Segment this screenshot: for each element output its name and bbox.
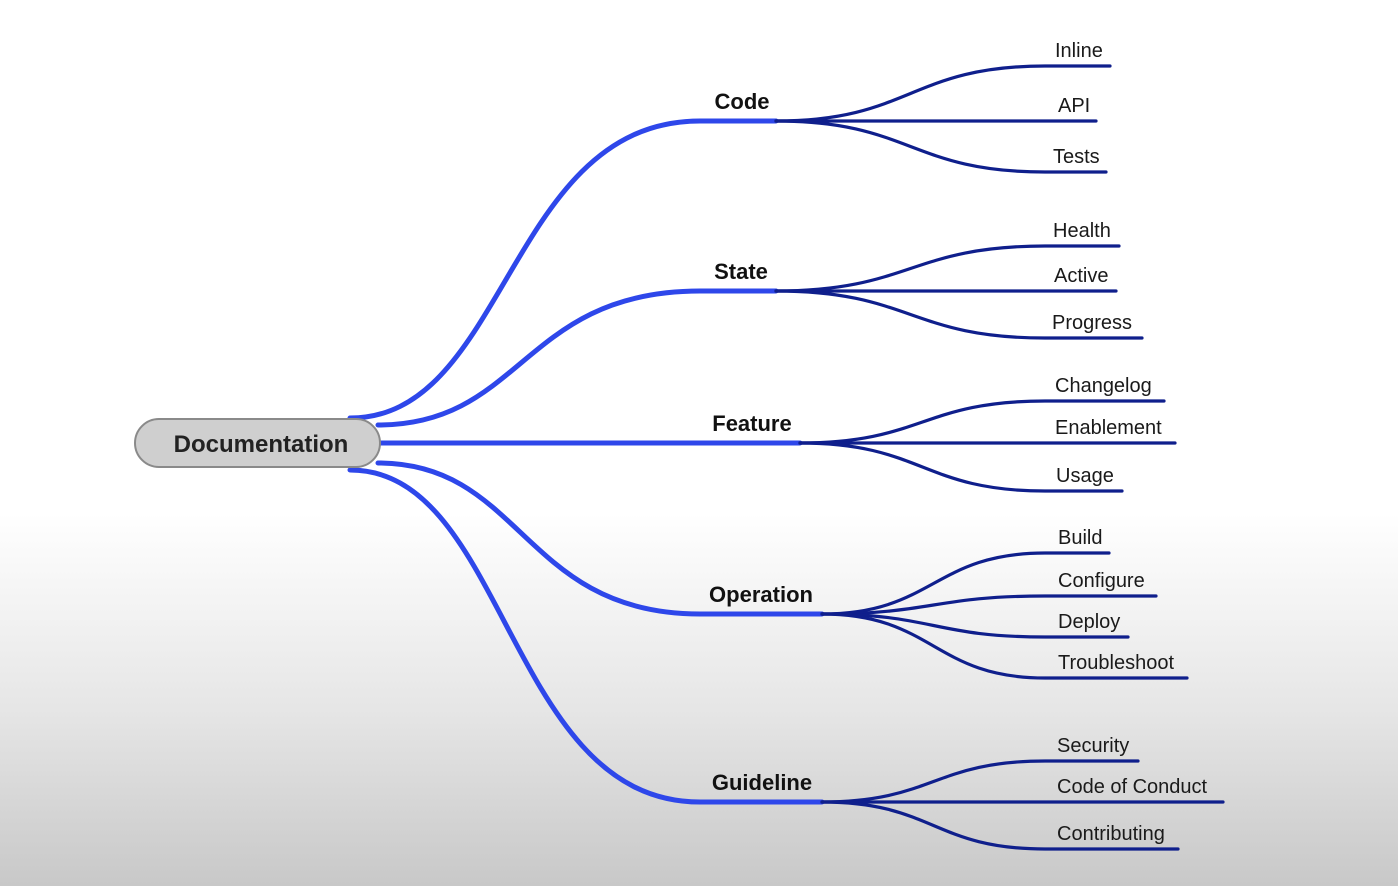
branch-label: Feature [712, 411, 791, 436]
leaf-node-changelog[interactable]: Changelog [1055, 375, 1152, 397]
leaf-connector [820, 759, 1140, 804]
leaf-node-contributing[interactable]: Contributing [1057, 823, 1165, 845]
leaf-node-build[interactable]: Build [1058, 527, 1102, 549]
leaf-connector [820, 612, 1130, 639]
leaf-label: Security [1057, 735, 1129, 757]
branch-connector [347, 467, 825, 805]
leaf-node-code-of-conduct[interactable]: Code of Conduct [1057, 776, 1208, 798]
leaf-node-health[interactable]: Health [1053, 220, 1111, 242]
branch-connector [375, 288, 779, 428]
leaf-node-deploy[interactable]: Deploy [1058, 611, 1120, 633]
leaf-connector [774, 244, 1121, 293]
branch-connector [347, 118, 779, 421]
root-node[interactable]: Documentation [134, 418, 381, 468]
leaf-node-security[interactable]: Security [1057, 735, 1129, 757]
leaf-label: Changelog [1055, 375, 1152, 397]
branch-node-guideline[interactable]: Guideline [712, 770, 812, 795]
leaf-label: Active [1054, 265, 1108, 287]
leaf-label: Enablement [1055, 417, 1162, 439]
branch-node-code[interactable]: Code [715, 89, 770, 114]
leaf-label: Progress [1052, 312, 1132, 334]
leaf-label: Usage [1056, 465, 1114, 487]
branch-connector [375, 460, 825, 617]
leaf-connector [774, 289, 1144, 340]
leaf-label: Troubleshoot [1058, 652, 1174, 674]
leaf-node-progress[interactable]: Progress [1052, 312, 1132, 334]
leaf-connector [820, 551, 1111, 616]
branch-node-operation[interactable]: Operation [709, 582, 813, 607]
leaf-label: Health [1053, 220, 1111, 242]
leaf-connector [774, 119, 1108, 174]
leaf-label: Inline [1055, 40, 1103, 62]
leaf-label: Configure [1058, 570, 1145, 592]
leaf-label: Tests [1053, 146, 1100, 168]
branch-node-feature[interactable]: Feature [712, 411, 791, 436]
branch-label: Guideline [712, 770, 812, 795]
connector-lines [347, 64, 1225, 851]
leaf-node-inline[interactable]: Inline [1055, 40, 1103, 62]
branch-label: Operation [709, 582, 813, 607]
leaf-connector [798, 399, 1166, 445]
leaf-node-enablement[interactable]: Enablement [1055, 417, 1162, 439]
branch-node-state[interactable]: State [714, 259, 768, 284]
leaf-label: Code of Conduct [1057, 776, 1208, 798]
leaf-connector [774, 64, 1112, 123]
leaf-connector [820, 594, 1158, 616]
leaf-node-usage[interactable]: Usage [1056, 465, 1114, 487]
leaf-label: API [1058, 95, 1090, 117]
leaf-node-active[interactable]: Active [1054, 265, 1108, 287]
leaf-node-tests[interactable]: Tests [1053, 146, 1100, 168]
leaf-label: Contributing [1057, 823, 1165, 845]
leaf-connector [798, 441, 1124, 493]
leaf-node-api[interactable]: API [1058, 95, 1090, 117]
leaf-connector [820, 612, 1189, 680]
leaf-node-configure[interactable]: Configure [1058, 570, 1145, 592]
branch-label: State [714, 259, 768, 284]
leaf-label: Deploy [1058, 611, 1120, 633]
root-node-shape [134, 418, 381, 468]
leaf-connector [820, 800, 1180, 851]
root-node-label: Documentation [174, 431, 349, 458]
leaf-node-troubleshoot[interactable]: Troubleshoot [1058, 652, 1174, 674]
leaf-label: Build [1058, 527, 1102, 549]
branch-label: Code [715, 89, 770, 114]
